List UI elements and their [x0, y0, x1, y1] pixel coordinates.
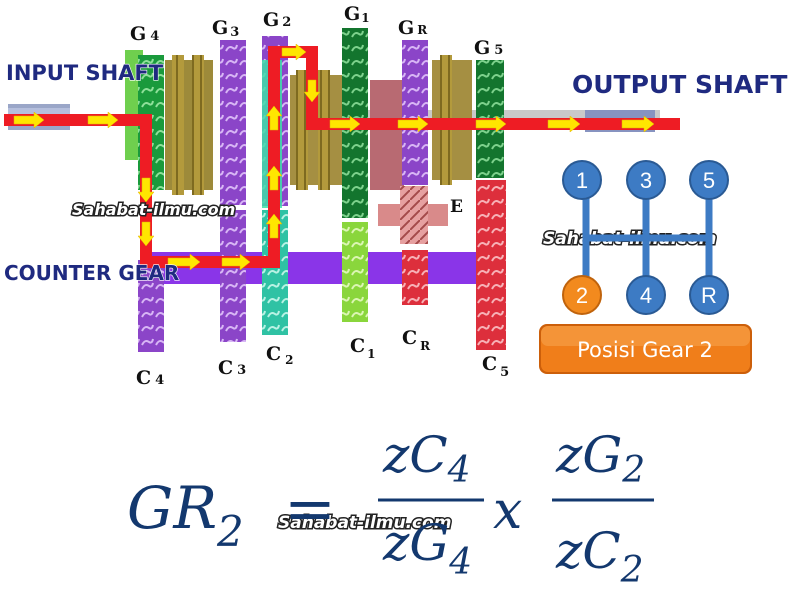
- formula-lhs-sub: 2: [216, 507, 244, 556]
- gear-knob-r: R: [689, 275, 729, 315]
- gear-label-c1: C: [350, 335, 365, 357]
- hub-g1-gr: [370, 80, 404, 190]
- output-shaft-label: OUTPUT SHAFT: [572, 70, 787, 99]
- svg-text:G3: G3: [212, 17, 239, 40]
- formula-frac2-num: zG: [555, 426, 622, 484]
- svg-text:GR2: GR2: [127, 474, 244, 556]
- gear-position-badge: Posisi Gear 2: [539, 324, 752, 374]
- svg-text:G2: G2: [263, 9, 291, 31]
- svg-text:C5: C5: [482, 353, 509, 380]
- gear-label-g2: G: [263, 9, 279, 31]
- gear-knob-label: 5: [703, 168, 715, 193]
- gear-position-badge-label: Posisi Gear 2: [577, 338, 713, 362]
- gear-label-g4: G: [130, 23, 146, 45]
- idler-gear-e: [378, 186, 448, 244]
- gear-label-g3: G: [212, 17, 228, 39]
- gear-cr: [402, 250, 428, 305]
- gear-knob-label: 4: [640, 283, 652, 308]
- gear-knob-label: 2: [576, 283, 588, 308]
- formula-frac2-den-sub: 2: [620, 550, 644, 591]
- flow-arrows: [13, 43, 655, 271]
- formula-frac1-num-sub: 4: [447, 450, 471, 491]
- svg-text:C4: C4: [136, 367, 164, 389]
- formula-frac2-den: zC: [555, 522, 621, 580]
- gear-knob-4: 4: [626, 275, 666, 315]
- svg-text:CR: CR: [402, 327, 431, 353]
- gear-label-g5: G: [474, 37, 490, 59]
- formula-frac2-num-sub: 2: [621, 450, 645, 491]
- svg-text:GR: GR: [398, 17, 428, 39]
- gear-knob-label: 3: [640, 168, 652, 193]
- gear-label-c2: C: [266, 343, 281, 365]
- gear-gr: [402, 40, 428, 185]
- gear-c1: [342, 222, 368, 322]
- svg-text:zC2: zC2: [555, 522, 644, 591]
- svg-text:G1: G1: [344, 3, 370, 25]
- gear-knob-label: R: [701, 283, 717, 308]
- svg-text:G5: G5: [474, 37, 503, 59]
- watermark: Sahabat-ilmu.com: [72, 200, 235, 219]
- svg-text:C2: C2: [266, 343, 293, 367]
- gear-knob-3: 3: [626, 160, 666, 200]
- svg-text:zG4: zG4: [382, 514, 472, 583]
- gear-label-cr: C: [402, 327, 417, 349]
- idler-label: E: [450, 197, 463, 217]
- power-flow-path: [4, 46, 680, 268]
- formula-frac1-num: zC: [382, 426, 448, 484]
- gear-c5: [476, 180, 506, 350]
- watermark: Sahabat-ilmu.com: [278, 513, 452, 533]
- gear-knob-2: 2: [562, 275, 602, 315]
- gear-label-gr: G: [398, 17, 414, 39]
- svg-text:zC4: zC4: [382, 426, 471, 491]
- gear-ratio-formula: GR2 = zC4 zG4 x zG2 zC2: [127, 426, 654, 591]
- gear-knob-1: 1: [562, 160, 602, 200]
- gear-shift-pattern: 1 3 5 2 4 R: [562, 160, 729, 315]
- formula-frac1-den: zG: [382, 514, 449, 572]
- svg-text:zG2: zG2: [555, 426, 645, 491]
- synchronizer-g4-g3: [165, 55, 213, 195]
- gear-label-g1: G: [344, 3, 360, 25]
- gear-label-c3: C: [218, 357, 233, 379]
- gear-label-c4: C: [136, 367, 151, 389]
- formula-frac1-den-sub: 4: [448, 542, 472, 583]
- gear-label-c5: C: [482, 353, 497, 375]
- svg-text:C3: C3: [218, 357, 246, 379]
- gear-c3: [220, 210, 246, 342]
- svg-text:C1: C1: [350, 335, 375, 361]
- svg-text:G4: G4: [130, 23, 159, 45]
- input-shaft-label: INPUT SHAFT: [6, 61, 164, 85]
- formula-equals: =: [284, 472, 336, 545]
- gear-c4: [138, 260, 164, 352]
- formula-times: x: [493, 481, 522, 541]
- formula-lhs: GR: [127, 474, 217, 542]
- counter-gear-label: COUNTER GEAR: [4, 261, 179, 285]
- gear-g3: [220, 40, 246, 205]
- gear-knob-5: 5: [689, 160, 729, 200]
- gear-knob-label: 1: [576, 168, 588, 193]
